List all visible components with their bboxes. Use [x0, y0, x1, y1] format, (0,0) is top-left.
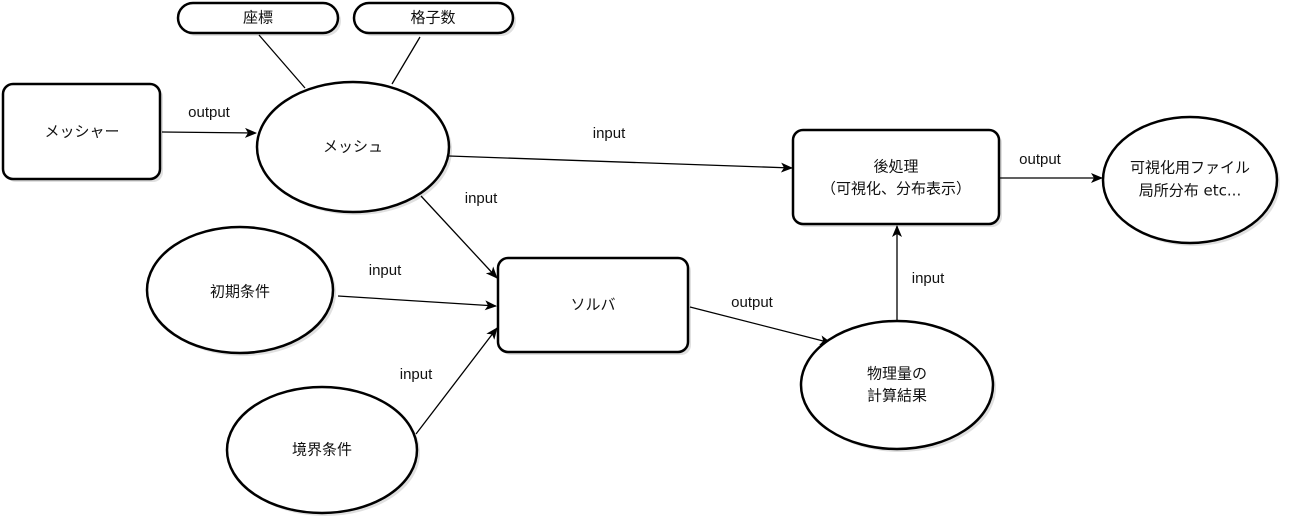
- node-label: 可視化用ファイル: [1130, 159, 1250, 177]
- edge-solver-to-results[interactable]: [689, 306, 832, 346]
- edge-label: input: [593, 125, 626, 142]
- edge-boundary-to-solver[interactable]: [415, 327, 498, 435]
- edge-label: output: [731, 294, 774, 311]
- node-label: 初期条件: [210, 283, 270, 301]
- node-initial-conditions[interactable]: 初期条件: [145, 225, 335, 355]
- edge-mesh-to-solver[interactable]: [420, 195, 498, 279]
- node-output-files[interactable]: 可視化用ファイル 局所分布 etc...: [1101, 115, 1279, 245]
- node-solver[interactable]: ソルバ: [496, 256, 690, 354]
- node-label: 局所分布 etc...: [1139, 182, 1241, 200]
- node-label: 格子数: [410, 9, 455, 27]
- edge-coordinates-mesh[interactable]: [258, 34, 306, 89]
- node-label: 境界条件: [292, 441, 352, 459]
- edge-mesher-to-mesh[interactable]: [161, 127, 257, 138]
- edge-label: input: [369, 262, 402, 279]
- edge-label: output: [188, 104, 231, 121]
- edge-label: input: [400, 366, 433, 383]
- node-physical-results[interactable]: 物理量の 計算結果: [799, 319, 995, 451]
- node-label: 計算結果: [867, 387, 927, 405]
- node-label: 物理量の: [867, 365, 927, 383]
- node-label: 後処理: [873, 158, 918, 176]
- node-boundary-conditions[interactable]: 境界条件: [225, 385, 419, 515]
- node-mesh[interactable]: メッシュ: [255, 80, 451, 214]
- node-postprocess[interactable]: 後処理 （可視化、分布表示）: [791, 128, 1001, 226]
- edge-label: output: [1019, 151, 1062, 168]
- edge-mesh-to-postprocess[interactable]: [448, 155, 793, 173]
- edge-label: input: [465, 190, 498, 207]
- edge-initial-to-solver[interactable]: [337, 295, 497, 311]
- node-grid-count[interactable]: 格子数: [352, 1, 515, 35]
- node-mesher[interactable]: メッシャー: [1, 82, 162, 181]
- node-coordinates[interactable]: 座標: [176, 1, 340, 35]
- node-label: ソルバ: [570, 296, 615, 314]
- node-label: メッシャー: [44, 123, 119, 141]
- edge-label: input: [912, 270, 945, 287]
- node-label: メッシュ: [323, 138, 383, 156]
- edge-gridcount-mesh[interactable]: [391, 36, 421, 85]
- node-label: （可視化、分布表示）: [821, 180, 971, 198]
- node-label: 座標: [243, 9, 273, 27]
